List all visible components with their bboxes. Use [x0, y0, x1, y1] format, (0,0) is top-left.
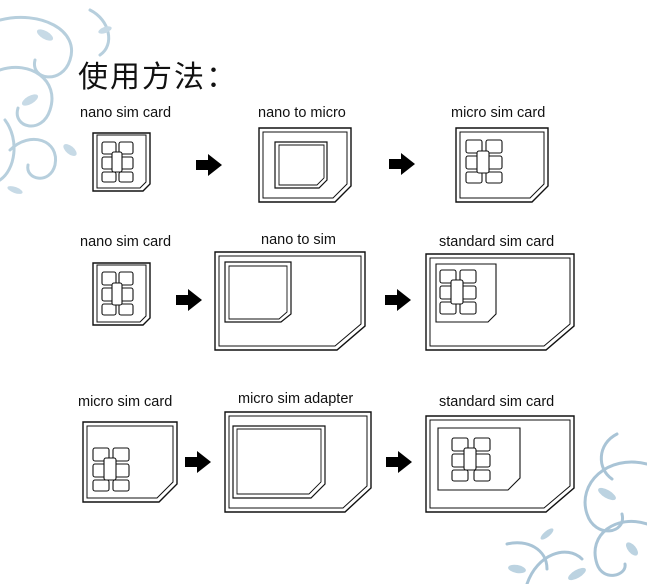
arrow-right-icon: [196, 154, 222, 176]
arrow-right-icon: [389, 153, 415, 175]
row3-label-3: standard sim card: [439, 394, 555, 410]
standard-sim-card-figure: [425, 253, 575, 351]
nano-to-micro-adapter-figure: [258, 127, 352, 203]
arrow-right-icon: [386, 451, 412, 473]
row2-label-1: nano sim card: [80, 234, 172, 250]
row3-label-2: micro sim adapter: [238, 391, 354, 407]
arrow-right-icon: [385, 289, 411, 311]
row3-label-1: micro sim card: [78, 394, 173, 410]
nano-to-sim-adapter-figure: [214, 251, 366, 351]
arrow-right-icon: [176, 289, 202, 311]
row1-label-3: micro sim card: [451, 105, 546, 121]
nano-sim-card-figure: [92, 132, 151, 192]
micro-sim-card-figure: [455, 127, 549, 203]
row1-label-2: nano to micro: [258, 105, 346, 121]
page-title: 使用方法：: [78, 60, 238, 95]
row1-label-1: nano sim card: [80, 105, 172, 121]
arrow-right-icon: [185, 451, 211, 473]
standard-sim-card-figure: [425, 415, 575, 513]
micro-sim-card-figure: [82, 421, 178, 503]
nano-sim-card-figure: [92, 262, 151, 326]
micro-sim-adapter-figure: [224, 411, 372, 513]
row2-label-3: standard sim card: [439, 234, 555, 250]
row2-label-2: nano to sim: [261, 232, 336, 248]
